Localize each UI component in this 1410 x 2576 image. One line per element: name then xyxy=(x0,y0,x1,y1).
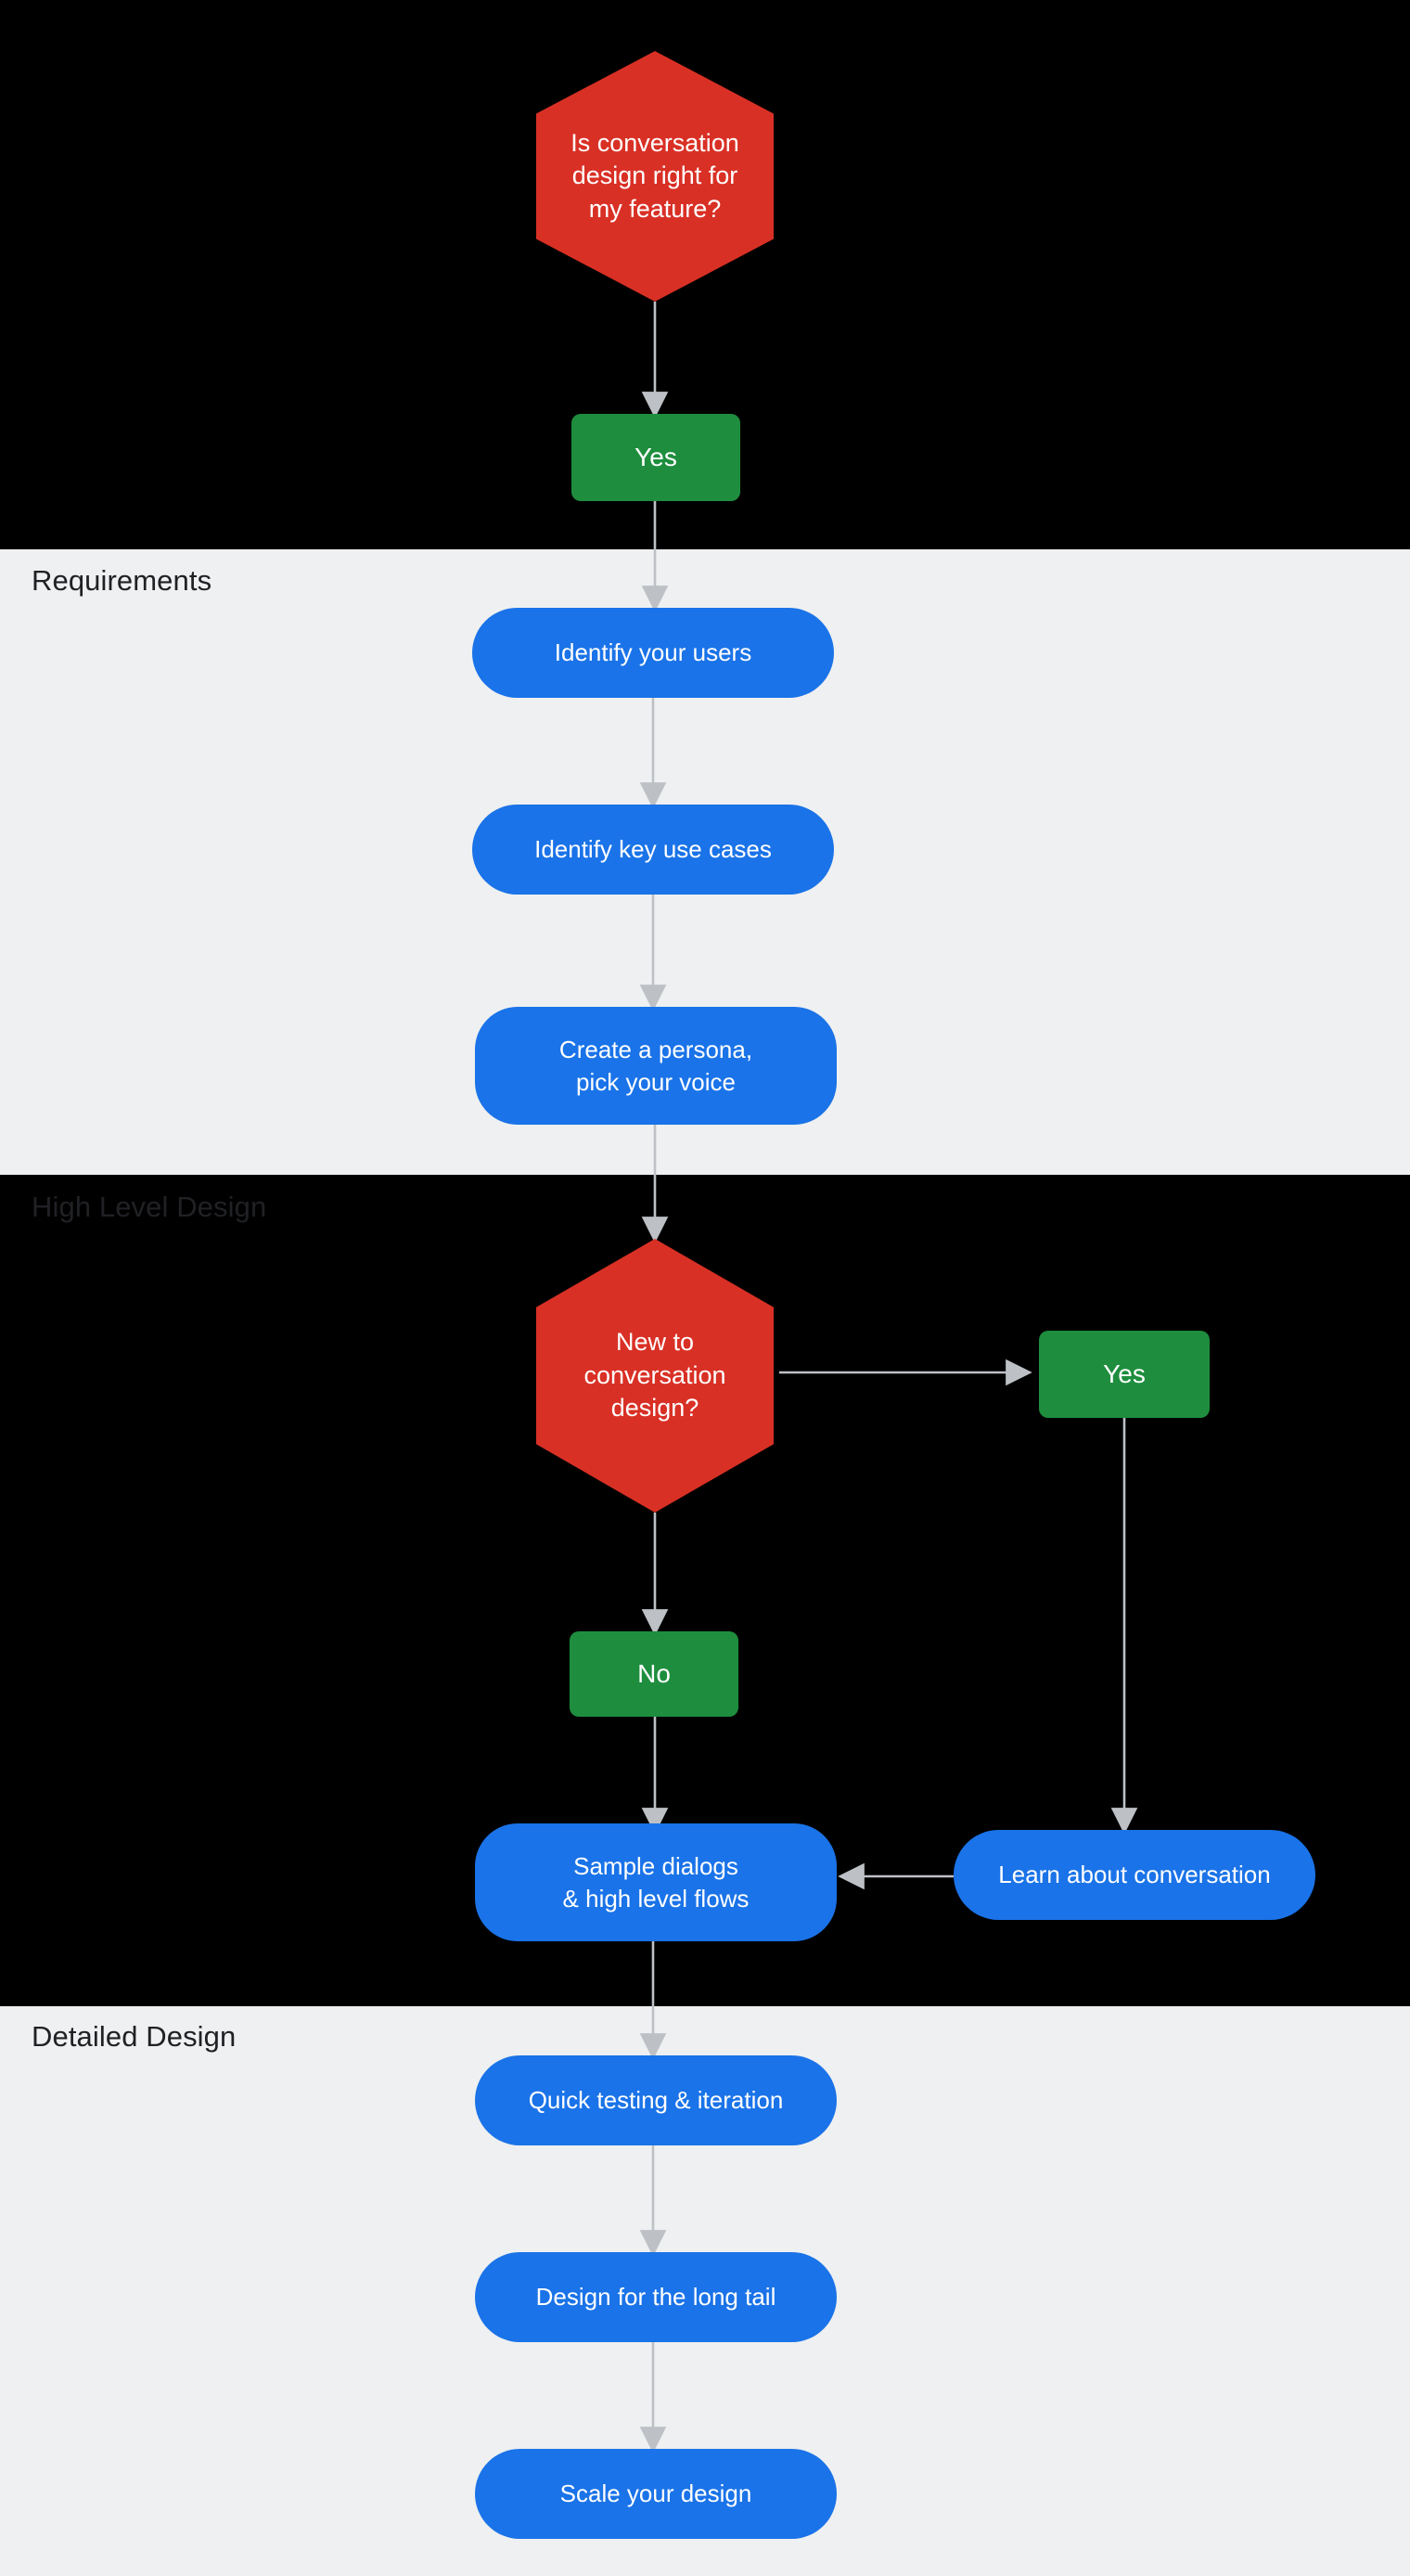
step-label: Quick testing & iteration xyxy=(528,2086,784,2115)
section-label-requirements: Requirements xyxy=(32,564,212,597)
step-label: Create a persona, pick your voice xyxy=(558,1036,753,1096)
step-label: Identify key use cases xyxy=(534,835,772,864)
step-label: Scale your design xyxy=(559,2479,752,2508)
answer-yes-2[interactable]: Yes xyxy=(1039,1331,1210,1418)
step-create-persona-pick-voice[interactable]: Create a persona, pick your voice xyxy=(475,1007,837,1125)
answer-label: No xyxy=(637,1658,671,1688)
step-quick-testing-iteration[interactable]: Quick testing & iteration xyxy=(475,2055,837,2145)
answer-label: Yes xyxy=(634,442,677,471)
step-label: Sample dialogs & high level flows xyxy=(562,1852,750,1913)
step-design-for-long-tail[interactable]: Design for the long tail xyxy=(475,2252,837,2342)
step-identify-your-users[interactable]: Identify your users xyxy=(472,608,834,698)
section-label-high-level-design: High Level Design xyxy=(32,1191,267,1223)
step-label: Design for the long tail xyxy=(535,2283,776,2312)
step-identify-key-use-cases[interactable]: Identify key use cases xyxy=(472,805,834,895)
step-sample-dialogs-high-level-flows[interactable]: Sample dialogs & high level flows xyxy=(475,1823,837,1941)
step-scale-your-design[interactable]: Scale your design xyxy=(475,2449,837,2539)
decision-conversation-design-right[interactable]: Is conversation design right for my feat… xyxy=(536,51,774,302)
answer-yes-1[interactable]: Yes xyxy=(571,414,740,501)
decision-label: New to conversation design? xyxy=(583,1328,726,1423)
answer-no-2[interactable]: No xyxy=(570,1631,738,1717)
decision-label: Is conversation design right for my feat… xyxy=(570,128,739,223)
section-label-detailed-design: Detailed Design xyxy=(32,2020,237,2053)
step-label: Learn about conversation xyxy=(998,1861,1271,1889)
step-label: Identify your users xyxy=(554,638,752,667)
step-learn-about-conversation[interactable]: Learn about conversation xyxy=(954,1830,1315,1920)
answer-label: Yes xyxy=(1103,1359,1146,1388)
